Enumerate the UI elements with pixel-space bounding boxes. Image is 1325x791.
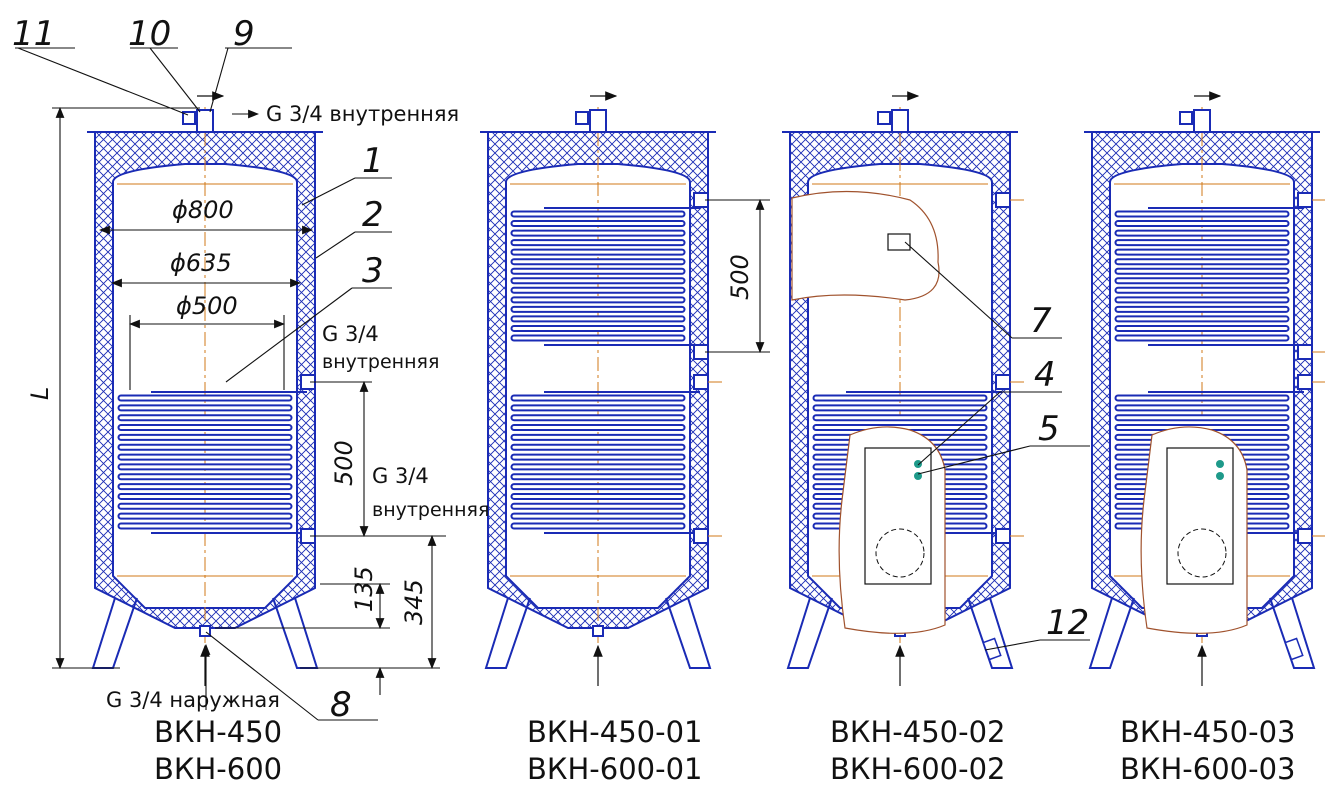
side-connection bbox=[995, 528, 1011, 544]
conn-coil-top-line2: внутренняя bbox=[322, 351, 439, 373]
callout-10: 10 bbox=[128, 14, 171, 54]
dim-diameter-635: ϕ635 bbox=[170, 249, 232, 277]
callout-2: 2 bbox=[362, 195, 384, 235]
heater-element-circle bbox=[875, 528, 925, 578]
callout-numbers: 11 10 9 1 2 3 8 7 4 5 12 bbox=[12, 14, 1089, 725]
upper-heat-exchanger-coil bbox=[510, 207, 700, 346]
top-fitting bbox=[182, 111, 196, 125]
dim-135: 135 bbox=[350, 566, 378, 612]
ground-terminal-icon bbox=[1284, 637, 1304, 661]
side-connection bbox=[995, 192, 1011, 208]
model-0-line2: ВКН-600 bbox=[154, 752, 282, 786]
right-leg bbox=[967, 597, 1014, 669]
side-connection bbox=[1297, 192, 1313, 208]
dim-345: 345 bbox=[400, 579, 428, 625]
top-valve bbox=[891, 109, 909, 133]
bottom-fitting bbox=[199, 625, 211, 637]
side-connection bbox=[1297, 344, 1313, 360]
tank-view-0 bbox=[87, 91, 329, 686]
conn-top-label: G 3/4 внутренняя bbox=[266, 102, 459, 126]
side-connection bbox=[1297, 374, 1313, 390]
conn-coil-bottom-line2: внутренняя bbox=[372, 499, 489, 521]
tank-views bbox=[87, 91, 1325, 686]
sensor-cutaway bbox=[791, 190, 940, 301]
right-leg bbox=[1269, 597, 1316, 669]
callout-5: 5 bbox=[1038, 409, 1060, 449]
connection-labels: G 3/4 внутренняя G 3/4 внутренняя G 3/4 … bbox=[106, 102, 489, 712]
model-captions: ВКН-450 ВКН-600 ВКН-450-01 ВКН-600-01 ВК… bbox=[154, 715, 1295, 786]
callout-8: 8 bbox=[330, 685, 352, 725]
left-leg bbox=[786, 597, 833, 669]
dim-diameter-500: ϕ500 bbox=[176, 292, 238, 320]
conn-coil-top-line1: G 3/4 bbox=[322, 322, 379, 346]
tank-view-1 bbox=[480, 91, 722, 686]
side-connection bbox=[693, 528, 709, 544]
callout-4: 4 bbox=[1034, 355, 1056, 395]
right-leg bbox=[665, 597, 712, 669]
top-fitting bbox=[575, 111, 589, 125]
conn-coil-bottom-line1: G 3/4 bbox=[372, 464, 429, 488]
heater-element-circle bbox=[1177, 528, 1227, 578]
dim-diameter-800: ϕ800 bbox=[172, 196, 234, 224]
model-2-line2: ВКН-600-02 bbox=[830, 752, 1005, 786]
side-connection bbox=[1297, 528, 1313, 544]
first-tank-annotations bbox=[15, 47, 446, 721]
heater-flange bbox=[1166, 447, 1234, 585]
lower-heat-exchanger-coil bbox=[510, 391, 700, 534]
model-0-line1: ВКН-450 bbox=[154, 715, 282, 749]
top-valve bbox=[589, 109, 607, 133]
top-fitting bbox=[877, 111, 891, 125]
conn-bottom-label: G 3/4 наружная bbox=[106, 688, 280, 712]
model-2-line1: ВКН-450-02 bbox=[830, 715, 1005, 749]
model-1-line2: ВКН-600-01 bbox=[527, 752, 702, 786]
model-3-line2: ВКН-600-03 bbox=[1120, 752, 1295, 786]
heater-flange bbox=[864, 447, 932, 585]
left-leg bbox=[91, 597, 138, 669]
callout-9: 9 bbox=[233, 14, 255, 54]
top-fitting bbox=[1179, 111, 1193, 125]
left-leg bbox=[1088, 597, 1135, 669]
callout-11: 11 bbox=[12, 14, 55, 54]
top-valve bbox=[1193, 109, 1211, 133]
dimension-labels: ϕ800 ϕ635 ϕ500 500 135 345 L 500 bbox=[26, 196, 754, 625]
model-1-line1: ВКН-450-01 bbox=[527, 715, 702, 749]
callout-1: 1 bbox=[362, 141, 384, 181]
left-leg bbox=[484, 597, 531, 669]
side-connection bbox=[995, 374, 1011, 390]
bottom-fitting bbox=[592, 625, 604, 637]
thermostat-knob-icon bbox=[1216, 460, 1224, 468]
dim-coil-height-b: 500 bbox=[726, 254, 754, 300]
side-connection bbox=[693, 374, 709, 390]
callout-12: 12 bbox=[1046, 603, 1089, 643]
heat-exchanger-coil bbox=[117, 391, 307, 534]
dim-height-l: L bbox=[26, 387, 54, 400]
second-tank-annotations bbox=[705, 198, 770, 354]
dim-coil-height: 500 bbox=[330, 440, 358, 486]
callout-3: 3 bbox=[362, 251, 384, 291]
top-valve bbox=[196, 109, 214, 133]
sensor-pocket bbox=[887, 233, 911, 251]
upper-heat-exchanger-coil bbox=[1114, 207, 1304, 346]
right-leg bbox=[272, 597, 319, 669]
callout-7: 7 bbox=[1030, 301, 1052, 341]
model-3-line1: ВКН-450-03 bbox=[1120, 715, 1295, 749]
third-tank-annotations bbox=[904, 241, 1090, 651]
tank-view-3 bbox=[1084, 91, 1325, 686]
thermostat-knob-icon bbox=[914, 460, 922, 468]
thermostat-knob-icon bbox=[1216, 472, 1224, 480]
tank-view-2 bbox=[782, 91, 1024, 686]
